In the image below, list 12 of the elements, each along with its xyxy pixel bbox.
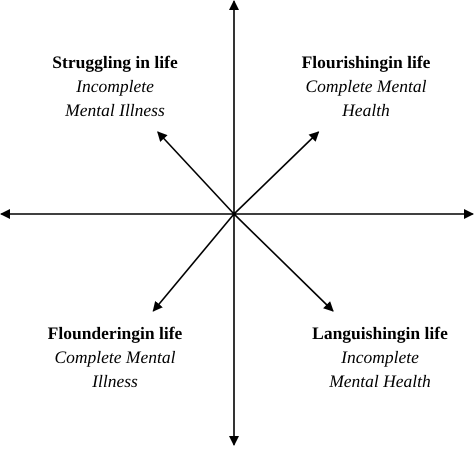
quadrant-description: Incomplete Mental Illness <box>64 75 166 122</box>
quadrant-description: Complete Mental Health <box>304 75 428 122</box>
quadrant-title: Flounderingin life <box>46 322 184 345</box>
arrow <box>233 213 334 312</box>
arrow <box>152 213 235 312</box>
quadrant-title: Struggling in life <box>51 51 179 74</box>
quadrant-title: Flourishingin life <box>300 51 432 74</box>
arrow <box>157 131 235 215</box>
arrow <box>233 131 320 215</box>
quadrant-title: Languishingin life <box>311 322 449 345</box>
quadrant-description: Incomplete Mental Health <box>328 346 432 393</box>
quadrant-description: Complete Mental Illness <box>53 346 176 393</box>
